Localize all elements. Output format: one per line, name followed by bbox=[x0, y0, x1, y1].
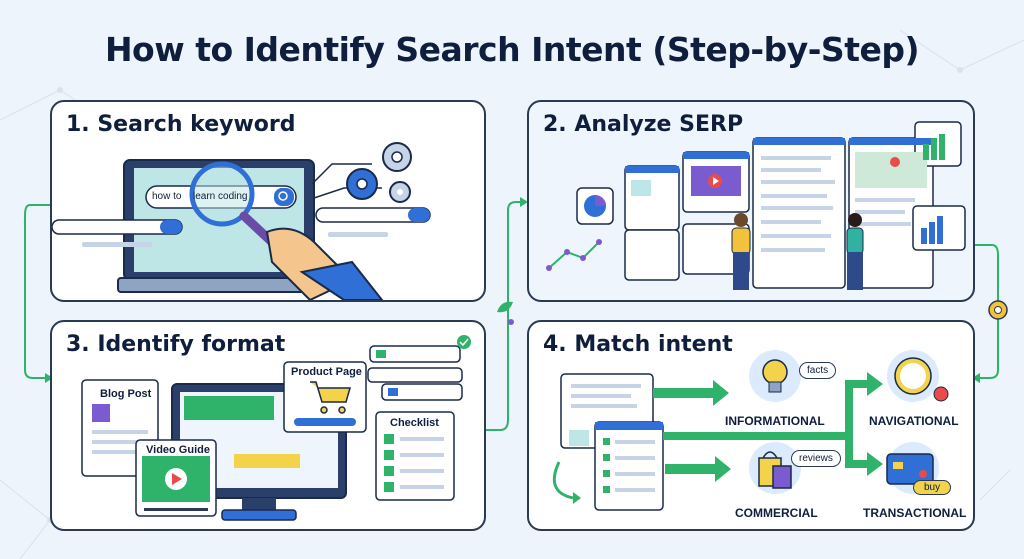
step2-panel: 2. Analyze SERP bbox=[527, 100, 975, 302]
hand-icon bbox=[265, 227, 384, 300]
checklist-label: Checklist bbox=[390, 417, 439, 429]
gears-icon bbox=[346, 142, 412, 203]
person-icon bbox=[846, 213, 864, 290]
checklist-icon bbox=[384, 434, 444, 492]
step4-title: 4. Match intent bbox=[543, 332, 733, 357]
step1-title: 1. Search keyword bbox=[66, 112, 296, 137]
reviews-bubble: reviews bbox=[791, 450, 841, 467]
person-icon bbox=[731, 213, 751, 290]
compass-icon bbox=[887, 350, 949, 402]
facts-bubble: facts bbox=[799, 362, 837, 379]
step3-title: 3. Identify format bbox=[66, 332, 286, 357]
product-page-label: Product Page bbox=[291, 366, 362, 378]
buy-button: buy bbox=[913, 480, 952, 495]
step1-panel: 1. Search keyword bbox=[50, 100, 486, 302]
navigational-label: NAVIGATIONAL bbox=[869, 414, 959, 428]
search-query-prefix: how to bbox=[152, 191, 182, 202]
format-illustration bbox=[81, 335, 471, 521]
transactional-label: TRANSACTIONAL bbox=[863, 506, 967, 520]
search-illustration bbox=[52, 142, 431, 300]
serp-illustration bbox=[546, 121, 966, 290]
step3-panel: 3. Identify format bbox=[50, 320, 486, 531]
search-query-highlight: learn coding bbox=[193, 191, 248, 202]
step2-title: 2. Analyze SERP bbox=[543, 112, 744, 137]
magnifier-icon bbox=[189, 161, 279, 249]
page-title: How to Identify Search Intent (Step-by-S… bbox=[104, 30, 920, 69]
shopping-bag-icon bbox=[749, 442, 801, 494]
cart-icon bbox=[310, 381, 351, 414]
lightbulb-icon bbox=[749, 350, 801, 402]
gear-icon bbox=[988, 300, 1008, 320]
commercial-label: COMMERCIAL bbox=[735, 506, 818, 520]
video-guide-label: Video Guide bbox=[146, 444, 210, 456]
center-leaf-icon bbox=[497, 301, 514, 325]
step4-panel: 4. Match intent bbox=[527, 320, 975, 531]
informational-label: INFORMATIONAL bbox=[725, 414, 825, 428]
blog-post-label: Blog Post bbox=[100, 388, 152, 400]
intent-illustration bbox=[552, 350, 949, 511]
